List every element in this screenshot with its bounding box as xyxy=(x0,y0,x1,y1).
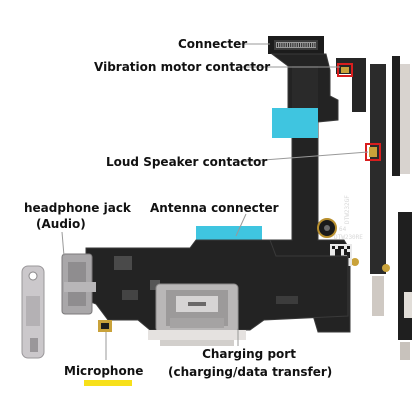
label-antenna-connecter: Antenna connecter xyxy=(150,201,279,215)
board-print-line-3: DTW230RE xyxy=(334,234,363,241)
board-print-2: 64 xyxy=(339,226,346,233)
headphone-jack-module xyxy=(21,253,96,359)
label-charging-port-line2: (charging/data transfer) xyxy=(168,365,333,379)
board-print-line-1: DTW232GF xyxy=(344,195,351,224)
label-connecter: Connecter xyxy=(178,37,248,51)
board-connector xyxy=(268,36,324,54)
microphone-highlight xyxy=(84,380,132,386)
label-headphone-jack-line2: (Audio) xyxy=(36,217,86,231)
label-headphone-jack-line1: headphone jack xyxy=(24,201,131,215)
label-charging-port-line1: Charging port xyxy=(202,347,296,361)
label-vibration-motor-contactor: Vibration motor contactor xyxy=(94,60,271,74)
pointer-lines xyxy=(61,43,369,360)
board-print-3: DTW230RE xyxy=(334,234,363,241)
charging-port-module xyxy=(148,283,246,346)
board-print: DTW232GF xyxy=(344,195,351,224)
board-print-line-2: 64 xyxy=(339,226,347,233)
label-loud-speaker-contactor: Loud Speaker contactor xyxy=(106,155,268,169)
label-charging-port: Charging port (charging/data transfer) xyxy=(168,347,332,379)
vibration-contact-pad xyxy=(337,63,353,77)
label-headphone-jack: headphone jack (Audio) xyxy=(24,201,131,231)
label-microphone: Microphone xyxy=(64,364,144,378)
microphone-pad xyxy=(98,320,112,332)
